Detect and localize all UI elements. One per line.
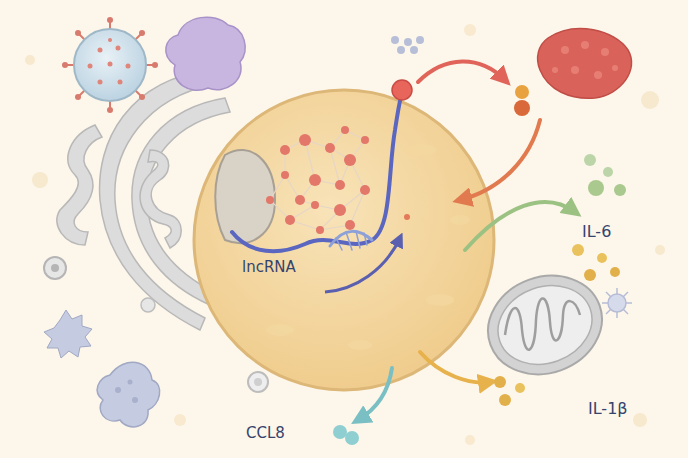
mitochondrion xyxy=(474,260,616,390)
lncrna-strand xyxy=(232,92,402,251)
virus-particle xyxy=(62,17,158,113)
background-dots xyxy=(25,24,665,445)
label-text: IL-6 xyxy=(582,223,611,241)
secretory-granules xyxy=(391,36,424,54)
spiky-cells xyxy=(44,310,160,427)
small-virus xyxy=(602,288,632,318)
regulation-arrow xyxy=(325,238,400,292)
protein-complex xyxy=(392,80,412,100)
label-text: lncRNA xyxy=(242,259,296,276)
label-text: CCL8 xyxy=(246,425,285,442)
red-organelle xyxy=(538,29,632,99)
small-particle xyxy=(404,214,410,220)
chromatin-network xyxy=(266,126,370,234)
signal-molecules xyxy=(333,85,626,445)
nucleus xyxy=(194,90,494,390)
label-text: IL-1β xyxy=(588,400,628,418)
immune-cell xyxy=(166,17,245,90)
